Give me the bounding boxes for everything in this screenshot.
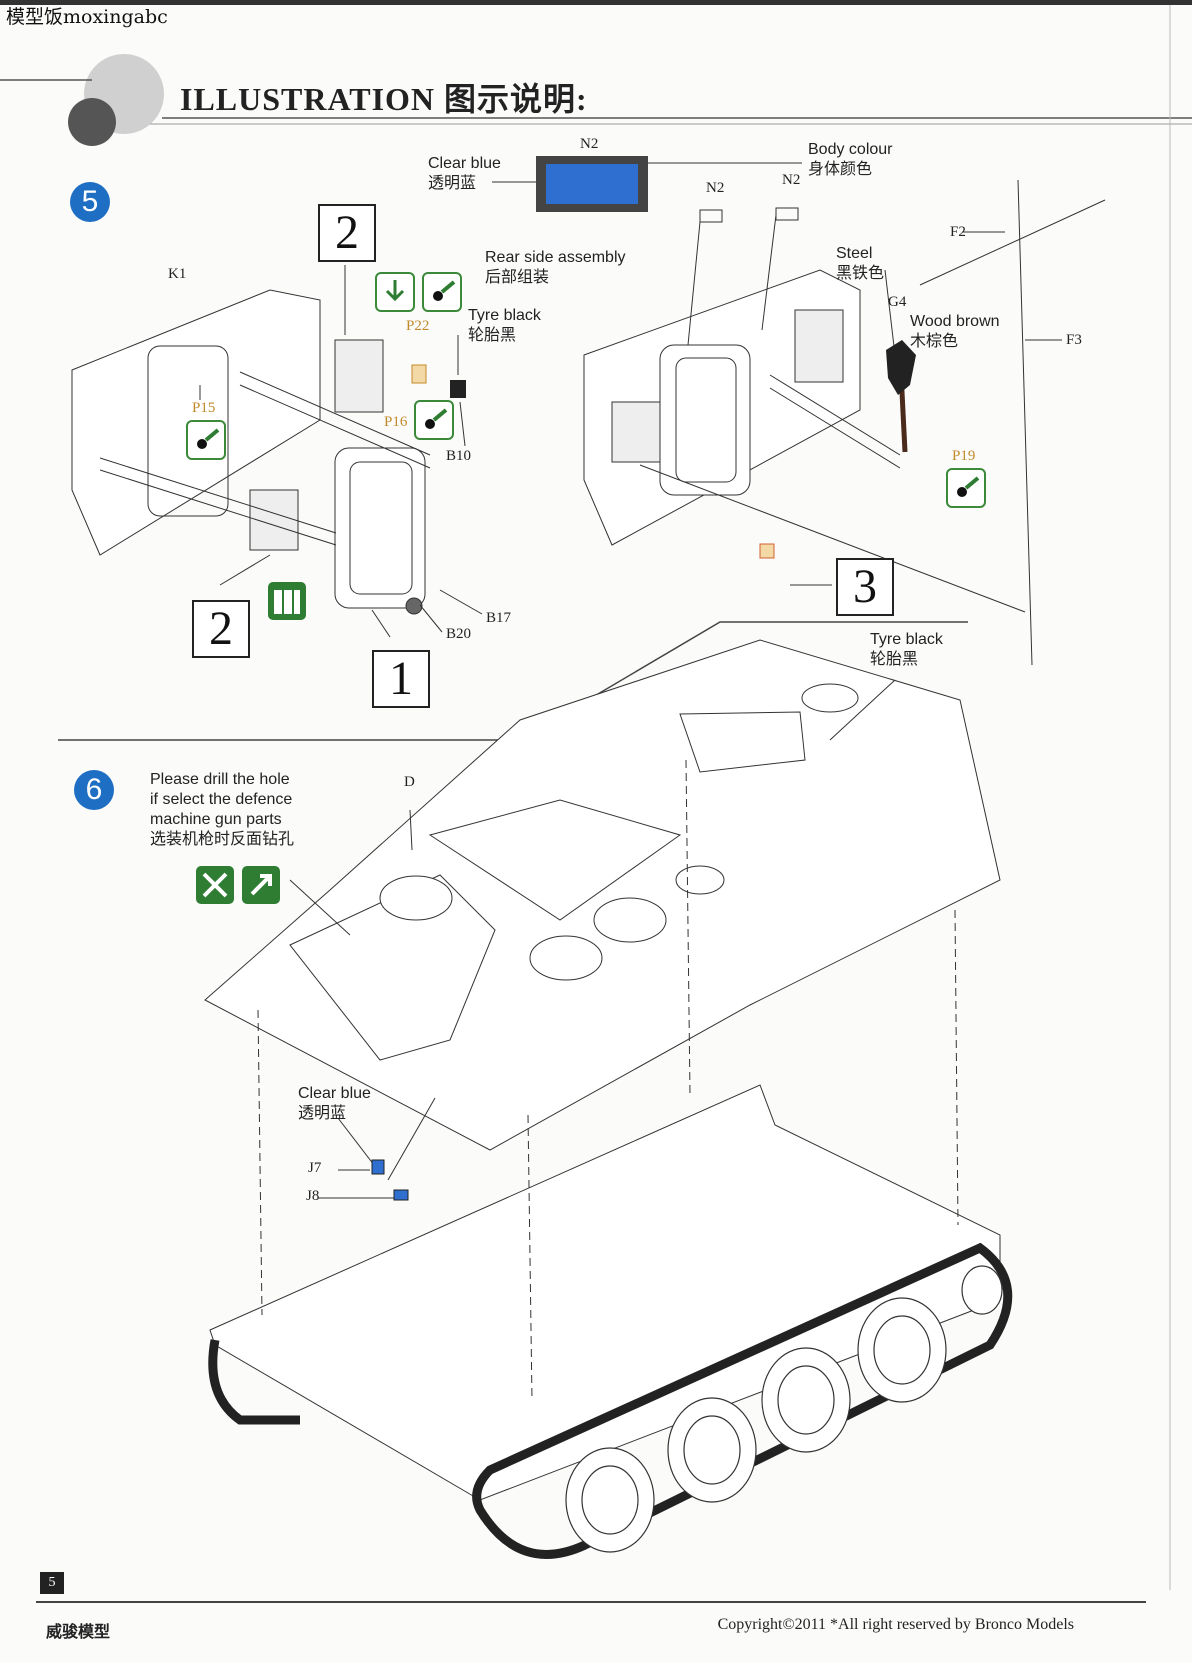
label-wood-brown-cn: 木棕色: [910, 333, 959, 350]
label-tyre-black-step6: Tyre black: [870, 631, 943, 648]
callout-box-1: 1: [372, 650, 430, 708]
label-steel: Steel: [836, 245, 873, 262]
part-b20: B20: [446, 626, 472, 642]
callout-box-3: 3: [836, 558, 894, 616]
label-tyre-black-step6-cn: 轮胎黑: [870, 651, 919, 668]
footer-copyright: Copyright©2011 *All right reserved by Br…: [717, 1616, 1074, 1633]
page-title: ILLUSTRATION 图示说明:: [180, 81, 588, 117]
header-circle-small: [68, 98, 116, 146]
part-d: D: [404, 774, 415, 790]
drill-note-line1: Please drill the hole: [150, 771, 290, 788]
photo-etch-icon: [268, 582, 306, 620]
part-p19: P19: [952, 448, 976, 464]
part-k1: K1: [168, 266, 187, 282]
label-tyre-black: Tyre black: [468, 307, 541, 324]
label-clear-blue-cn: 透明蓝: [428, 175, 477, 192]
watermark-text: 模型饭moxingabc: [6, 6, 168, 28]
part-j8: J8: [306, 1188, 320, 1204]
hull-upper: [204, 639, 1001, 1151]
part-p16: P16: [384, 414, 408, 430]
alignment-lines: [257, 759, 959, 1401]
top-rule: [0, 0, 1192, 5]
label-clear-blue-step6-cn: 透明蓝: [298, 1105, 347, 1122]
label-rear-side: Rear side assembly: [485, 249, 626, 266]
paint-drop-icon: [414, 400, 454, 440]
step-divider: [58, 621, 968, 741]
road-wheels: [565, 1265, 1003, 1553]
label-clear-blue: Clear blue: [428, 155, 501, 172]
drill-hole-icon: [196, 866, 234, 904]
drill-note-line3: machine gun parts: [150, 811, 282, 828]
callout-box-2-bottom: 2: [192, 600, 250, 658]
drill-note-cn: 选装机枪时反面钻孔: [150, 831, 295, 848]
part-f3: F3: [1066, 332, 1082, 348]
paint-drop-icon: [186, 420, 226, 460]
part-b10: B10: [446, 448, 472, 464]
label-rear-side-cn: 后部组装: [485, 269, 550, 286]
left-side-panel: [71, 289, 431, 615]
label-body-colour-cn: 身体颜色: [808, 161, 873, 178]
drill-note-line2: if select the defence: [150, 791, 293, 808]
part-p15: P15: [192, 400, 216, 416]
step-6-badge: 6: [74, 770, 114, 810]
callout-box-2-top: 2: [318, 204, 376, 262]
reverse-side-icon: [242, 866, 280, 904]
label-tyre-black-cn: 轮胎黑: [468, 327, 517, 344]
label-clear-blue-step6: Clear blue: [298, 1085, 371, 1102]
part-n2-a: N2: [580, 136, 599, 152]
symbol-cement-icon: [375, 272, 415, 312]
right-side-panel: [583, 269, 1026, 613]
footer-brand: 威骏模型: [46, 1622, 111, 1641]
part-p22: P22: [406, 318, 430, 334]
part-n2-c: N2: [782, 172, 801, 188]
part-n2-b: N2: [706, 180, 725, 196]
part-g4: G4: [888, 294, 907, 310]
label-steel-cn: 黑铁色: [836, 265, 885, 282]
part-f2: F2: [950, 224, 966, 240]
label-body-colour: Body colour: [808, 141, 893, 158]
part-b17: B17: [486, 610, 512, 626]
paint-drop-icon: [946, 468, 986, 508]
label-wood-brown: Wood brown: [910, 313, 1000, 330]
part-j7: J7: [308, 1160, 322, 1176]
step-5-badge: 5: [70, 182, 110, 222]
paint-drop-icon: [422, 272, 462, 312]
footer-rule: [36, 1601, 1146, 1603]
page-number: 5: [40, 1572, 64, 1594]
track-run: [208, 1242, 1013, 1559]
